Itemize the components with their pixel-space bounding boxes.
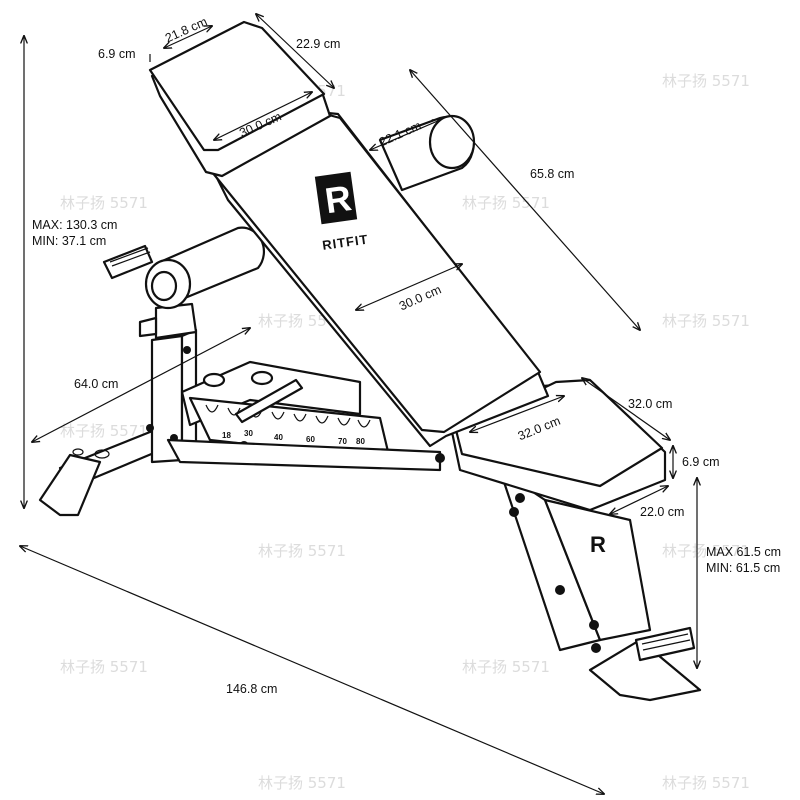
angle-tick: 40: [274, 433, 283, 442]
dim-head-width-line: [214, 92, 312, 140]
foot-bolt: [72, 448, 84, 456]
watermark: 林子扬 5571: [662, 312, 750, 330]
watermark: 林子扬 5571: [462, 658, 550, 676]
angle-tick: 30: [244, 429, 253, 438]
handle-knob: [202, 372, 226, 388]
angle-tick: 60: [306, 435, 315, 444]
dim-total-length-line: [20, 546, 604, 794]
angle-tick: 18: [222, 431, 231, 440]
roller-end-cap: [428, 114, 476, 170]
dim-seat-depth: 22.0 cm: [640, 505, 684, 519]
dim-base-width: 64.0 cm: [74, 377, 118, 391]
bolt: [183, 346, 191, 354]
dim-head-depth: 21.8 cm: [163, 14, 209, 45]
dim-base-width-line: [32, 328, 250, 442]
plate-logo: R: [590, 532, 607, 557]
ritfit-logo: R RITFIT: [314, 171, 369, 253]
dim-head-length: 22.9 cm: [296, 37, 340, 51]
frame-rail: [166, 438, 442, 472]
dim-seat-length-line: [582, 378, 670, 440]
bolt: [555, 585, 565, 595]
dimension-lines: [20, 14, 697, 794]
dim-head-depth-line: [164, 26, 212, 48]
front-foot: [588, 638, 702, 702]
upright-collar: [154, 302, 198, 340]
bolt: [146, 424, 154, 432]
dim-seat-width-line: [470, 396, 564, 432]
dim-seat-depth-line: [610, 486, 668, 514]
roller-inner: [150, 270, 178, 302]
watermark: 林子扬 5571: [258, 774, 346, 792]
logo-badge: [314, 171, 358, 225]
dim-height-max: MAX: 130.3 cm: [32, 218, 117, 232]
logo-letter: R: [322, 177, 353, 221]
dim-head-length-line: [256, 14, 334, 88]
watermark: 林子扬 5571: [258, 542, 346, 560]
dim-seat-thickness: 6.9 cm: [682, 455, 720, 469]
dim-back-length-line: [410, 70, 640, 330]
pop-pin-knob: [138, 316, 158, 338]
logo-name: RITFIT: [321, 232, 369, 253]
watermark: 林子扬 5571: [662, 72, 750, 90]
handle-knob: [250, 370, 274, 386]
rear-foot-plate: [38, 453, 102, 517]
dim-seat-length: 32.0 cm: [628, 397, 672, 411]
watermark: 林子扬 5571: [662, 774, 750, 792]
dim-total-length: 146.8 cm: [226, 682, 277, 696]
dim-back-length: 65.8 cm: [530, 167, 574, 181]
dim-back-width-line: [356, 264, 462, 310]
angle-tick: 80: [356, 437, 365, 446]
leg-roller-left: [102, 226, 265, 310]
bolt: [515, 493, 525, 503]
rear-base: [38, 302, 198, 517]
bolt: [435, 453, 445, 463]
dim-head-thickness: 6.9 cm: [98, 47, 136, 61]
dim-seat-height-max: MAX 61.5 cm: [706, 545, 781, 559]
dim-seat-height-min: MIN: 61.5 cm: [706, 561, 780, 575]
watermark: 林子扬 5571: [60, 194, 148, 212]
angle-tick: 70: [338, 437, 347, 446]
foot-hook: [102, 244, 154, 280]
watermark: 林子扬 5571: [462, 194, 550, 212]
watermark: 林子扬 5571: [60, 658, 148, 676]
bolt: [591, 643, 601, 653]
main-frame: [166, 438, 445, 472]
watermark: 林子扬 5571: [662, 542, 750, 560]
bolt: [509, 507, 519, 517]
foot-bolt: [94, 449, 110, 459]
bolt: [589, 620, 599, 630]
dim-height-min: MIN: 37.1 cm: [32, 234, 106, 248]
